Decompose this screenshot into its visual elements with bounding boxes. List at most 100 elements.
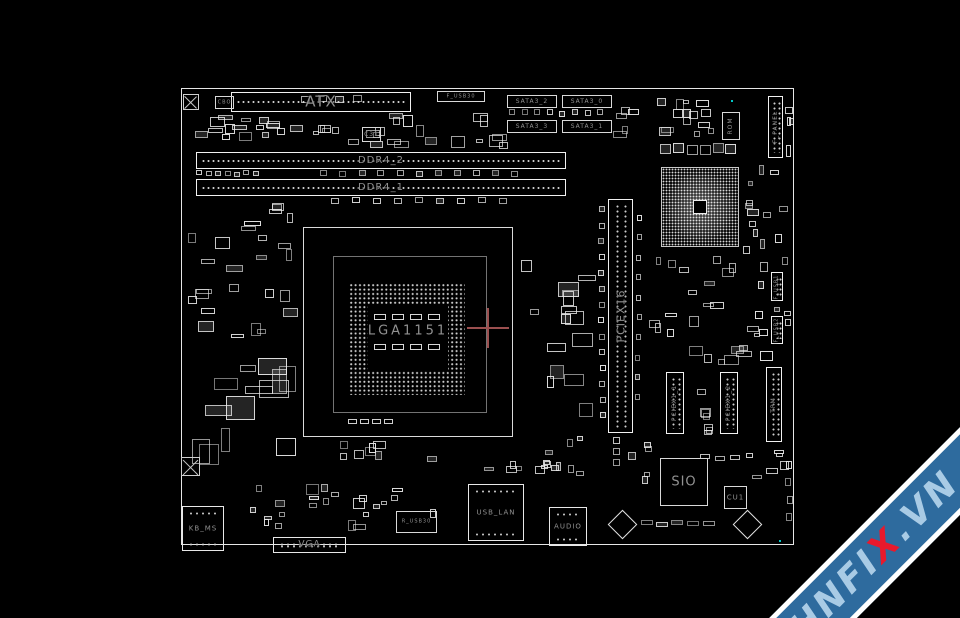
component xyxy=(214,378,239,390)
component xyxy=(308,495,319,500)
component xyxy=(635,394,641,401)
component xyxy=(612,459,620,467)
vga-connector[interactable]: VGA xyxy=(273,537,346,553)
component xyxy=(351,197,360,204)
f-usb2-header[interactable]: F_USB2 xyxy=(771,316,783,344)
component xyxy=(784,319,792,327)
component xyxy=(257,234,268,242)
socket-capacitor xyxy=(348,419,357,424)
component xyxy=(347,139,359,145)
mounting-hole-top-left xyxy=(183,94,199,110)
socket-capacitor xyxy=(410,314,422,320)
component xyxy=(258,117,270,124)
net-highlight-dot xyxy=(731,100,733,102)
component xyxy=(596,109,603,116)
audio-connector[interactable]: AUDIO xyxy=(549,507,587,546)
component xyxy=(510,461,517,470)
socket-capacitor xyxy=(374,314,386,320)
r-usb30-chip-label: R_USB30 xyxy=(401,518,432,525)
pch-bga[interactable] xyxy=(661,167,739,247)
pciex16-slot[interactable]: PCIEX16 xyxy=(608,199,633,433)
component xyxy=(785,107,793,114)
component xyxy=(584,110,591,117)
component xyxy=(753,332,761,337)
component xyxy=(353,524,367,531)
pciex1-1-slot[interactable]: PCIEX1_1 xyxy=(666,372,684,434)
ddr4-1-slot[interactable]: DDR4_1 xyxy=(196,179,566,196)
component xyxy=(701,109,712,117)
component xyxy=(635,254,641,261)
component xyxy=(394,198,403,205)
sio-chip[interactable]: SIO xyxy=(660,458,708,506)
component xyxy=(774,449,784,454)
component xyxy=(195,130,208,139)
component xyxy=(636,234,642,241)
sio-chip-label: SIO xyxy=(671,474,697,490)
cu1-chip[interactable]: CU1 xyxy=(724,486,747,509)
f-usb30-header[interactable]: F_USB30 xyxy=(437,91,485,102)
ddr4-2-slot[interactable]: DDR4_2 xyxy=(196,152,566,169)
f-usb2-header-label: F_USB2 xyxy=(773,317,780,343)
tpm-header[interactable]: TPM xyxy=(766,367,782,442)
component xyxy=(241,117,251,123)
cbo-chip[interactable]: CBO xyxy=(215,96,234,109)
component xyxy=(358,169,366,176)
component xyxy=(770,169,780,176)
component xyxy=(200,259,215,265)
component xyxy=(330,492,340,497)
component xyxy=(205,404,233,417)
component xyxy=(760,262,768,272)
component xyxy=(786,495,793,504)
component xyxy=(358,495,367,502)
component xyxy=(729,454,740,460)
r-usb30-chip[interactable]: R_USB30 xyxy=(396,511,437,533)
kb-ms-connector[interactable]: KB_MS xyxy=(182,506,224,551)
atx-power-connector[interactable]: ATX xyxy=(231,92,411,112)
sata3-2-connector[interactable]: SATA3_2 xyxy=(507,95,557,108)
component xyxy=(416,170,424,177)
rom-chip[interactable]: ROM xyxy=(722,112,740,140)
component xyxy=(656,257,662,266)
component xyxy=(755,311,763,319)
component xyxy=(779,206,788,212)
usb-lan-connector[interactable]: USB_LAN xyxy=(468,484,524,541)
sata3-1-connector[interactable]: SATA3_1 xyxy=(562,120,612,133)
component xyxy=(269,208,283,215)
component xyxy=(509,109,516,116)
component xyxy=(256,484,263,493)
component xyxy=(312,130,319,136)
component xyxy=(276,128,285,135)
component xyxy=(752,229,759,237)
c31-chip[interactable]: C31 xyxy=(362,127,381,142)
component xyxy=(232,125,247,131)
component xyxy=(234,171,241,177)
component xyxy=(560,313,572,324)
component xyxy=(628,451,637,460)
component xyxy=(657,98,667,107)
component xyxy=(752,474,762,480)
component xyxy=(598,380,605,387)
sata3-3-connector[interactable]: SATA3_3 xyxy=(507,120,557,133)
component xyxy=(319,125,326,133)
f-panel-header[interactable]: F_PANEL xyxy=(768,96,783,158)
f-usb1-header[interactable]: F_USB1 xyxy=(771,272,783,301)
component xyxy=(372,197,381,204)
component xyxy=(429,508,437,518)
component xyxy=(748,220,756,227)
component xyxy=(515,466,522,472)
component xyxy=(241,226,257,232)
component xyxy=(414,197,423,204)
component xyxy=(697,121,711,128)
cpu-socket[interactable]: LGA1151 xyxy=(303,227,513,437)
component xyxy=(636,214,642,221)
sata3-0-connector[interactable]: SATA3_0 xyxy=(562,95,612,108)
component xyxy=(612,130,627,138)
watermark-text: HNFIX.VN xyxy=(782,463,960,618)
component xyxy=(278,243,291,249)
component xyxy=(748,181,754,187)
pciex1-2-slot[interactable]: PCIEX1_2 xyxy=(720,372,738,434)
component xyxy=(686,144,698,155)
component xyxy=(556,462,562,472)
f-panel-header-label: F_PANEL xyxy=(771,110,779,144)
